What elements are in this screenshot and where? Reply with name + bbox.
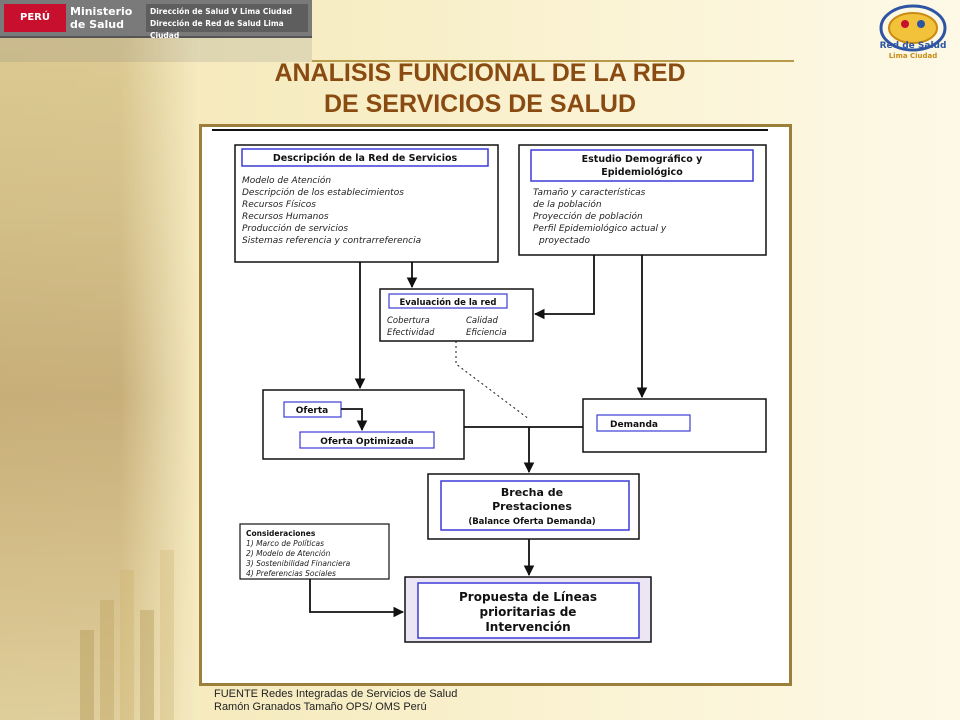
demanda-label: Demanda: [610, 420, 658, 430]
consideraciones-item: 2) Modelo de Atención: [246, 549, 331, 558]
consideraciones-header: Consideraciones: [246, 529, 316, 538]
oferta-label: Oferta: [296, 406, 328, 416]
estudio-item: Perfil Epidemiológico actual y: [533, 223, 667, 234]
evaluacion-box: Evaluación de la red Cobertura Calidad E…: [379, 288, 534, 342]
propuesta-line-1: Propuesta de Líneas: [459, 590, 597, 604]
consideraciones-item: 3) Sostenibilidad Financiera: [246, 559, 351, 568]
demanda-box: Demanda: [582, 398, 767, 453]
logo-line-1: Red de Salud: [880, 41, 947, 51]
header-reflection: [0, 38, 312, 62]
evaluacion-header: Evaluación de la red: [399, 297, 496, 308]
footer-line-2: Ramón Granados Tamaño OPS/ OMS Perú: [214, 701, 427, 713]
evaluacion-efectividad: Efectividad: [387, 328, 435, 338]
propuesta-line-3: Intervención: [485, 620, 570, 634]
footer-line-1: FUENTE Redes Integradas de Servicios de …: [214, 688, 458, 700]
estudio-item: proyectado: [538, 236, 590, 246]
descripcion-item: Recursos Humanos: [242, 212, 329, 222]
consideraciones-item: 1) Marco de Políticas: [246, 539, 324, 548]
brecha-line-1: Brecha de: [501, 486, 563, 499]
descripcion-header: Descripción de la Red de Servicios: [273, 153, 458, 164]
estudio-header-1: Estudio Demográfico y: [582, 154, 703, 165]
title-line-1: ANALISIS FUNCIONAL DE LA RED: [274, 59, 686, 87]
direction-line-2: Dirección de Red de Salud Lima Ciudad: [150, 19, 284, 40]
brecha-box: Brecha de Prestaciones (Balance Oferta D…: [427, 473, 640, 540]
title-line-2: DE SERVICIOS DE SALUD: [323, 90, 637, 118]
arrow-estudio-evaluacion: [533, 255, 595, 320]
diagram-frame: Descripción de la Red de Servicios Model…: [199, 124, 792, 686]
ministry-header-bar: PERÚ Ministerio de Salud Dirección de Sa…: [0, 0, 312, 40]
propuesta-line-2: prioritarias de: [480, 605, 577, 619]
consideraciones-box: Consideraciones 1) Marco de Políticas 2)…: [239, 523, 390, 580]
title-rule: [312, 60, 794, 62]
estudio-item: Proyección de población: [533, 211, 643, 222]
red-de-salud-logo: Red de Salud Lima Ciudad: [879, 4, 947, 60]
ministry-name: Ministerio de Salud: [70, 5, 133, 31]
logo-line-2: Lima Ciudad: [889, 52, 938, 60]
descripcion-item: Sistemas referencia y contrarreferencia: [242, 236, 421, 246]
arrow-consideraciones-propuesta: [309, 579, 405, 618]
brecha-line-2: Prestaciones: [492, 500, 572, 513]
peru-flag-badge: PERÚ: [4, 4, 66, 32]
page-title: ANALISIS FUNCIONAL DE LA RED DE SERVICIO…: [200, 58, 760, 120]
decorative-bar-chart: [80, 550, 174, 720]
descripcion-item: Producción de servicios: [242, 223, 348, 234]
arrow-oferta-optimizada: [341, 408, 368, 432]
propuesta-box: Propuesta de Líneas prioritarias de Inte…: [404, 576, 652, 643]
descripcion-item: Modelo de Atención: [242, 175, 331, 186]
estudio-item: de la población: [533, 199, 602, 210]
descripcion-item: Descripción de los establecimientos: [242, 187, 404, 198]
estudio-item: Tamaño y características: [533, 188, 646, 198]
evaluacion-calidad: Calidad: [466, 316, 498, 326]
evaluacion-cobertura: Cobertura: [387, 316, 430, 326]
evaluacion-eficiencia: Eficiencia: [466, 328, 507, 338]
oferta-optimizada-label: Oferta Optimizada: [320, 437, 413, 447]
direction-line-1: Dirección de Salud V Lima Ciudad: [150, 7, 293, 16]
source-footer: FUENTE Redes Integradas de Servicios de …: [214, 688, 457, 714]
oferta-box: Oferta Oferta Optimizada: [262, 389, 465, 460]
estudio-header-2: Epidemiológico: [601, 167, 683, 178]
brecha-line-3: (Balance Oferta Demanda): [468, 517, 595, 527]
descripcion-box: Descripción de la Red de Servicios Model…: [234, 144, 499, 263]
dotted-evaluacion-link: [455, 341, 530, 420]
background-photo-band: [0, 0, 200, 720]
functional-analysis-diagram: Descripción de la Red de Servicios Model…: [212, 129, 768, 643]
estudio-box: Estudio Demográfico y Epidemiológico Tam…: [518, 144, 767, 256]
direction-names: Dirección de Salud V Lima Ciudad Direcci…: [146, 4, 308, 40]
connectors: [309, 255, 648, 618]
consideraciones-item: 4) Preferencias Sociales: [246, 569, 336, 578]
descripcion-item: Recursos Físicos: [242, 200, 316, 210]
